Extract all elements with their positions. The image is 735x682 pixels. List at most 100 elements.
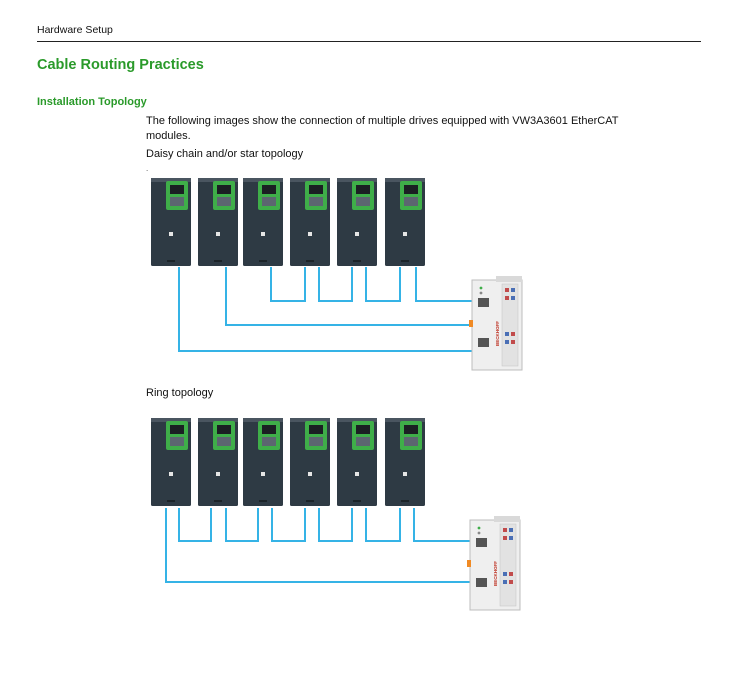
drive-top <box>198 418 238 422</box>
drive-top <box>290 178 330 182</box>
plc-top-cap <box>494 516 520 522</box>
drive-vent <box>401 500 409 502</box>
drive-6 <box>385 418 425 506</box>
drive-5 <box>337 418 377 506</box>
drive-keys <box>356 437 370 446</box>
drive-keys <box>309 437 323 446</box>
drive-vent <box>353 500 361 502</box>
drive-status-led <box>403 472 407 476</box>
drive-display <box>356 425 370 434</box>
caption-mark: . <box>146 164 149 173</box>
drive-display <box>217 425 231 434</box>
cable-drive2-plc <box>225 267 472 326</box>
plc-ethernet-port-2 <box>476 578 487 587</box>
drive-display <box>356 185 370 194</box>
plc-ethernet-port-1 <box>476 538 487 547</box>
plc-terminal <box>511 332 515 336</box>
plc-terminal <box>509 572 513 576</box>
plc-terminal <box>511 288 515 292</box>
intro-paragraph: The following images show the connection… <box>146 114 686 144</box>
drive-6 <box>385 178 425 266</box>
drive-top <box>243 178 283 182</box>
cable-drive6-plc <box>413 508 470 542</box>
drive-keys <box>404 437 418 446</box>
drive-3 <box>243 178 283 266</box>
drive-keys <box>170 437 184 446</box>
drive-keys <box>262 437 276 446</box>
drive-status-led <box>308 472 312 476</box>
drive-status-led <box>355 472 359 476</box>
figure-caption-daisy-chain: Daisy chain and/or star topology <box>146 148 304 160</box>
drive-keys <box>356 197 370 206</box>
cable-drive1-drive2 <box>178 508 212 542</box>
plc-terminal <box>505 332 509 336</box>
drive-status-led <box>355 232 359 236</box>
drive-top <box>151 178 191 182</box>
drive-display <box>170 185 184 194</box>
cable-drive3-drive4 <box>271 508 306 542</box>
drive-status-led <box>169 232 173 236</box>
plc-terminal <box>503 580 507 584</box>
drive-display <box>262 185 276 194</box>
drive-keys <box>217 437 231 446</box>
drive-vent <box>306 260 314 262</box>
drive-vent <box>167 500 175 502</box>
plc-terminal <box>511 296 515 300</box>
section-title: Cable Routing Practices <box>37 57 204 73</box>
plc-terminal <box>511 340 515 344</box>
cable-drive2-drive3 <box>225 508 259 542</box>
plc-terminal <box>503 536 507 540</box>
cable-drive3-drive4 <box>270 267 306 302</box>
drive-display <box>309 185 323 194</box>
drive-3 <box>243 418 283 506</box>
plc-terminal <box>509 580 513 584</box>
plc-terminal <box>505 288 509 292</box>
drive-vent <box>167 260 175 262</box>
drive-2 <box>198 418 238 506</box>
plc-brand-label: BECKHOFF <box>493 561 498 586</box>
drive-top <box>337 178 377 182</box>
plc-ethernet-port-2 <box>478 338 489 347</box>
intro-line-2: modules. <box>146 130 191 142</box>
plc-ethernet-port-1 <box>478 298 489 307</box>
drive-top <box>290 418 330 422</box>
drive-display <box>217 185 231 194</box>
plc-brand-label: BECKHOFF <box>495 321 500 346</box>
figure-caption-ring: Ring topology <box>146 387 214 399</box>
plc-terminal <box>505 340 509 344</box>
cable-drive1-plc <box>178 267 472 352</box>
plc-orange-tab <box>467 560 471 567</box>
cable-drive4-drive5 <box>318 508 353 542</box>
drive-status-led <box>403 232 407 236</box>
cable-drive5-drive6 <box>365 508 401 542</box>
plc-terminal-strip <box>499 523 517 607</box>
cable-drive5-drive6 <box>365 267 401 302</box>
plc-controller: BECKHOFF <box>467 516 521 611</box>
plc-led <box>477 526 481 530</box>
drive-display <box>262 425 276 434</box>
plc-terminal-strip <box>501 283 519 367</box>
cable-drive4-drive5 <box>318 267 353 302</box>
drive-status-led <box>261 232 265 236</box>
drive-display <box>309 425 323 434</box>
drive-1 <box>151 178 191 266</box>
drive-top <box>385 418 425 422</box>
drive-keys <box>404 197 418 206</box>
drive-vent <box>259 260 267 262</box>
plc-led <box>479 286 483 290</box>
drive-5 <box>337 178 377 266</box>
drive-top <box>337 418 377 422</box>
drive-2 <box>198 178 238 266</box>
ethercat-cables <box>165 508 470 583</box>
plc-terminal <box>503 528 507 532</box>
plc-top-cap <box>496 276 522 282</box>
drive-status-led <box>308 232 312 236</box>
plc-terminal <box>505 296 509 300</box>
drive-status-led <box>261 472 265 476</box>
cable-ring-return <box>165 508 470 583</box>
drive-4 <box>290 178 330 266</box>
drive-status-led <box>169 472 173 476</box>
plc-orange-tab <box>469 320 473 327</box>
